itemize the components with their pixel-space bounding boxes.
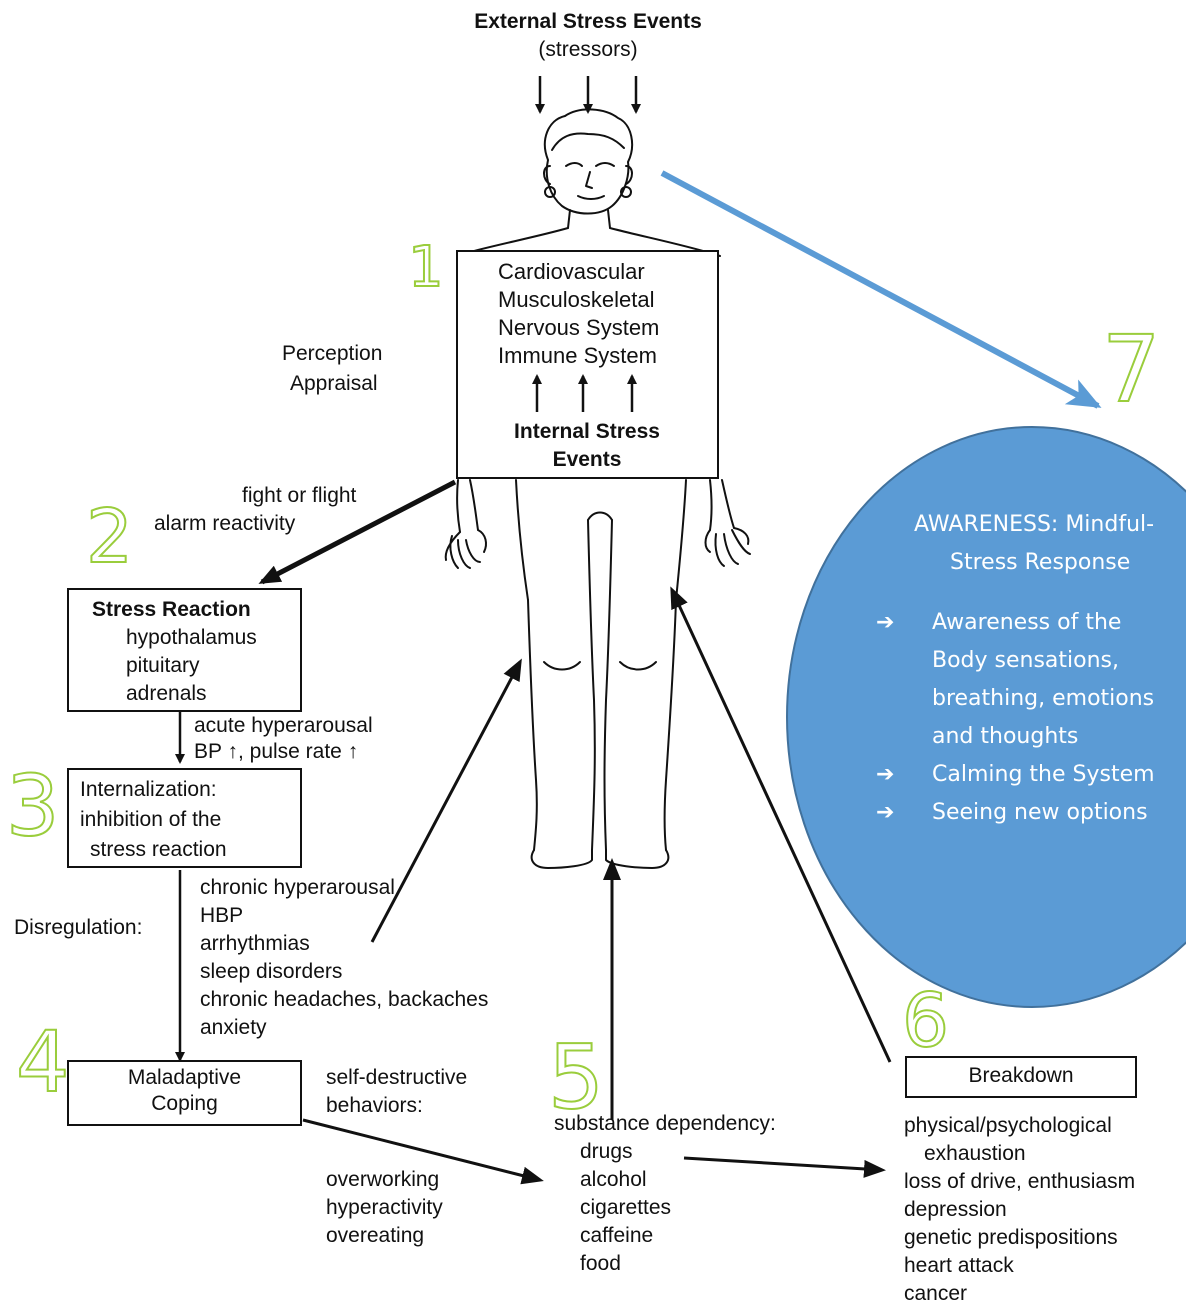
substance-food: food — [580, 1252, 621, 1275]
fight-flight-label: fight or flight — [242, 484, 357, 507]
chronic-item-4: sleep disorders — [200, 960, 343, 983]
internal-events-line1: Internal Stress — [514, 420, 660, 443]
stressor-arrows — [535, 76, 641, 114]
acute-hyperarousal: acute hyperarousal — [194, 714, 373, 737]
step-number-2: 2 — [85, 494, 134, 580]
breakdown-item-5: genetic predispositions — [904, 1226, 1118, 1249]
breakdown-item-2: exhaustion — [924, 1142, 1026, 1165]
substance-drugs: drugs — [580, 1140, 633, 1163]
chronic-item-6: anxiety — [200, 1016, 267, 1039]
internalization-box — [67, 768, 302, 868]
awareness-title-line2: Stress Response — [950, 550, 1131, 575]
substance-to-breakdown-arrow — [683, 1156, 886, 1178]
breakdown-title: Breakdown — [968, 1064, 1074, 1087]
breakdown-item-6: heart attack — [904, 1254, 1014, 1277]
arrow-right-icon: ➔ — [876, 762, 895, 787]
human-figure — [444, 108, 751, 869]
step-number-3: 3 — [5, 757, 60, 855]
step-number-7: 7 — [1101, 316, 1162, 423]
substance-cigarettes: cigarettes — [580, 1196, 672, 1219]
stress-reaction-pituitary: pituitary — [126, 654, 200, 677]
substance-caffeine: caffeine — [580, 1224, 654, 1247]
stress-reaction-title: Stress Reaction — [92, 598, 251, 621]
breakdown-item-4: depression — [904, 1198, 1007, 1221]
internal-events-line2: Events — [552, 448, 622, 471]
internalization-line2: inhibition of the — [80, 808, 222, 831]
substance-alcohol: alcohol — [580, 1168, 647, 1191]
internalization-line1: Internalization: — [80, 778, 217, 801]
disregulation-label: Disregulation: — [14, 916, 143, 939]
chronic-item-2: HBP — [200, 904, 244, 927]
system-nervous: Nervous System — [498, 315, 660, 340]
awareness-bullet-3: ➔Seeing new options — [876, 794, 1176, 832]
arrow-right-icon: ➔ — [876, 610, 895, 635]
breakdown-item-7: cancer — [904, 1282, 968, 1305]
chronic-item-1: chronic hyperarousal — [200, 876, 395, 899]
awareness-circle — [786, 426, 1186, 1008]
arrow-right-icon: ➔ — [876, 800, 895, 825]
stress-reaction-box — [67, 588, 302, 712]
system-cardiovascular: Cardiovascular — [498, 259, 645, 284]
maladaptive-line2: Coping — [151, 1092, 218, 1115]
breakdown-item-3: loss of drive, enthusiasm — [904, 1170, 1136, 1193]
awareness-title-line1: AWARENESS: Mindful- — [914, 512, 1155, 537]
awareness-bullet-2: ➔Calming the System — [876, 756, 1176, 794]
behavior-overworking: overworking — [326, 1168, 440, 1191]
stress-reaction-hypothalamus: hypothalamus — [126, 626, 257, 649]
stress-reaction-adrenals: adrenals — [126, 682, 207, 705]
perception-label: Perception — [282, 342, 383, 365]
chronic-to-body-arrow — [370, 658, 522, 943]
breakdown-item-1: physical/psychological — [904, 1114, 1112, 1137]
step-number-1: 1 — [407, 235, 445, 300]
coping-to-substance-arrow — [302, 1118, 544, 1185]
system-musculoskeletal: Musculoskeletal — [498, 287, 655, 312]
external-stress-title: External Stress Events — [474, 10, 702, 33]
step-number-5: 5 — [547, 1026, 605, 1129]
internal-arrows — [532, 374, 637, 412]
substance-title: substance dependency: — [554, 1112, 776, 1135]
breakdown-to-body-arrow — [670, 586, 892, 1063]
maladaptive-line1: Maladaptive — [127, 1066, 242, 1089]
self-destructive-line2: behaviors: — [326, 1094, 423, 1117]
chronic-item-3: arrhythmias — [200, 932, 310, 955]
breakdown-box — [905, 1056, 1137, 1098]
step-number-4: 4 — [15, 1013, 70, 1111]
internalization-line3: stress reaction — [90, 838, 227, 861]
system-immune: Immune System — [498, 343, 657, 368]
stressors-label: (stressors) — [538, 38, 638, 61]
chronic-item-5: chronic headaches, backaches — [200, 988, 489, 1011]
behavior-hyperactivity: hyperactivity — [326, 1196, 443, 1219]
alarm-reactivity-label: alarm reactivity — [154, 512, 296, 535]
awareness-arrow — [660, 170, 1102, 409]
bp-pulse-rate: BP ↑, pulse rate ↑ — [194, 740, 359, 763]
step-number-6: 6 — [901, 978, 950, 1064]
fight-flight-arrow — [258, 479, 457, 585]
body-systems-box — [456, 250, 719, 479]
behavior-overeating: overeating — [326, 1224, 425, 1247]
appraisal-label: Appraisal — [290, 372, 378, 395]
maladaptive-box — [67, 1060, 302, 1126]
awareness-bullet-list: ➔Awareness of the Body sensations, breat… — [876, 604, 1176, 832]
self-destructive-line1: self-destructive — [326, 1066, 468, 1089]
awareness-bullet-1: ➔Awareness of the Body sensations, breat… — [876, 604, 1176, 756]
